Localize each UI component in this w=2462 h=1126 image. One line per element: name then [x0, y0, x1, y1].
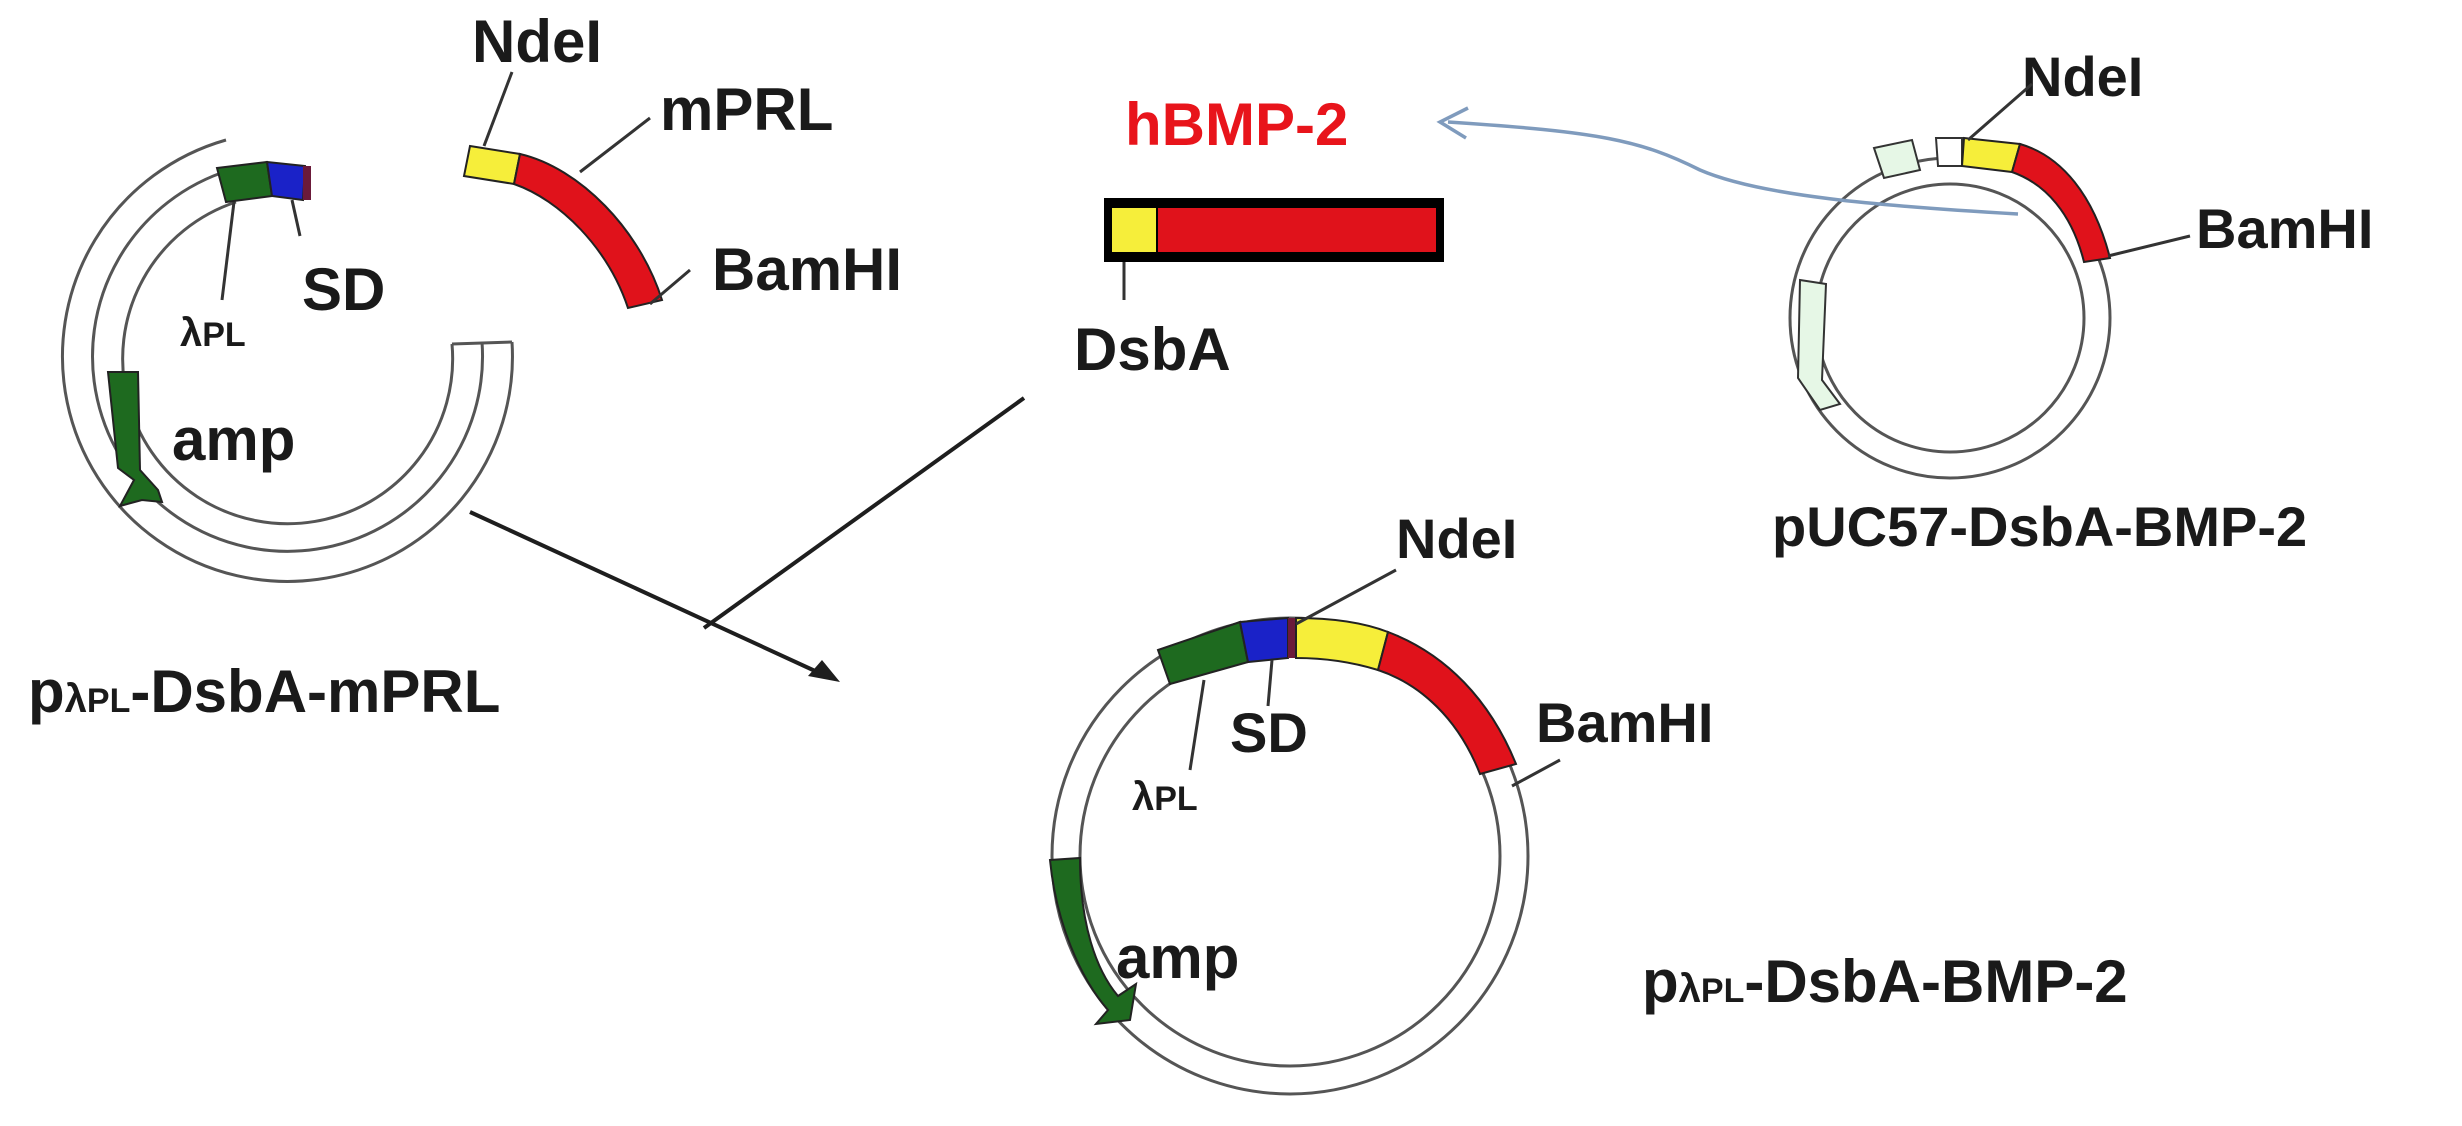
donor-ndei-label: NdeI [2022, 45, 2143, 108]
donor-bamhi-leader [2107, 234, 2191, 258]
source-sd-leader [290, 199, 302, 237]
fragment: hBMP-2 DsbA [1074, 91, 1444, 383]
product-amp-segment [1048, 856, 1138, 1026]
mprl-red-segment [512, 152, 664, 310]
source-name-lambda: λ [65, 677, 87, 721]
source-plasmid-name: pλPL-DsbA-mPRL [28, 658, 500, 725]
source-plasmid-ring [91, 168, 485, 553]
product-name-prefix: p [1642, 948, 1679, 1015]
source-plasmid-ring-outer [60, 138, 514, 583]
source-ndei-leader [482, 71, 514, 147]
product-bamhi-label: BamHI [1536, 691, 1713, 754]
donor-to-fragment-arrow [1447, 120, 2019, 216]
source-bamhi-label: BamHI [712, 236, 902, 303]
source-mprl-leader [579, 116, 651, 174]
donor-yellow-segment [1960, 136, 2022, 174]
product-sd-segment [1238, 616, 1289, 664]
fragment-to-junction-line [702, 396, 1026, 630]
product-gene-segment [1376, 630, 1518, 776]
product-promoter-sub: PL [1154, 780, 1197, 818]
product-bamhi-leader [1511, 758, 1561, 788]
source-name-prefix: p [28, 658, 65, 725]
ndei-yellow-segment [462, 144, 522, 186]
source-sd-edge [303, 166, 311, 200]
product-amp-label: amp [1116, 924, 1239, 991]
source-promoter-label: λPL [180, 311, 246, 355]
source-promoter-lambda: λ [180, 311, 202, 355]
product-ndei-label: NdeI [1396, 507, 1517, 570]
source-to-product-line [469, 510, 827, 678]
product-promoter-lambda: λ [1132, 775, 1154, 819]
product-sd-leader [1266, 659, 1274, 707]
fragment-dsba-label: DsbA [1074, 316, 1231, 383]
product-ndei-leader [1295, 568, 1397, 626]
source-promoter-sub: PL [202, 316, 245, 354]
product-name-suffix: -DsbA-BMP-2 [1744, 948, 2127, 1015]
product-promoter-label: λPL [1132, 775, 1198, 819]
product-plasmid-name: pλPL-DsbA-BMP-2 [1642, 948, 2128, 1015]
source-sd-label: SD [302, 256, 385, 323]
product-sd-edge [1288, 618, 1296, 658]
donor-feature-box-2 [1934, 137, 1963, 167]
donor-plasmid [1788, 136, 2112, 480]
donor-bamhi-label: BamHI [2196, 197, 2373, 260]
product-name-sub: PL [1701, 972, 1744, 1010]
source-amp-label: amp [172, 406, 295, 473]
source-ring-cap-right [451, 340, 513, 346]
source-amp-segment [106, 371, 164, 508]
donor-feature-box-1 [1872, 138, 1922, 180]
ligation-arrowhead [808, 660, 840, 682]
product-promoter-leader [1188, 679, 1206, 771]
source-bamhi-leader [649, 268, 691, 306]
donor-ring-inner [1814, 182, 2086, 454]
donor-ndei-leader [1967, 82, 2033, 142]
donor-plasmid-name: pUC57-DsbA-BMP-2 [1772, 495, 2307, 558]
source-name-sub: PL [87, 682, 130, 720]
donor-amp-segment [1796, 278, 1842, 412]
source-plasmid [60, 138, 514, 583]
fragment-title: hBMP-2 [1125, 91, 1348, 158]
source-sd-segment [265, 160, 307, 202]
source-name-suffix: -DsbA-mPRL [130, 658, 500, 725]
source-ndei-label: NdeI [472, 8, 602, 75]
product-signal-segment [1295, 616, 1390, 672]
donor-to-fragment-arrowhead [1436, 106, 1469, 140]
source-plasmid-ring-inner [121, 200, 455, 526]
source-promoter-leader [220, 201, 236, 301]
source-promoter-segment [215, 160, 274, 204]
donor-red-segment [2010, 142, 2112, 264]
product-name-lambda: λ [1679, 967, 1701, 1011]
fragment-signal-yellow [1112, 208, 1156, 252]
source-mprl-label: mPRL [660, 76, 833, 143]
product-plasmid [1048, 616, 1530, 1096]
source-insert [462, 144, 664, 310]
product-promoter-segment [1156, 620, 1250, 686]
product-sd-label: SD [1230, 701, 1308, 764]
fragment-gene-red [1158, 208, 1436, 252]
